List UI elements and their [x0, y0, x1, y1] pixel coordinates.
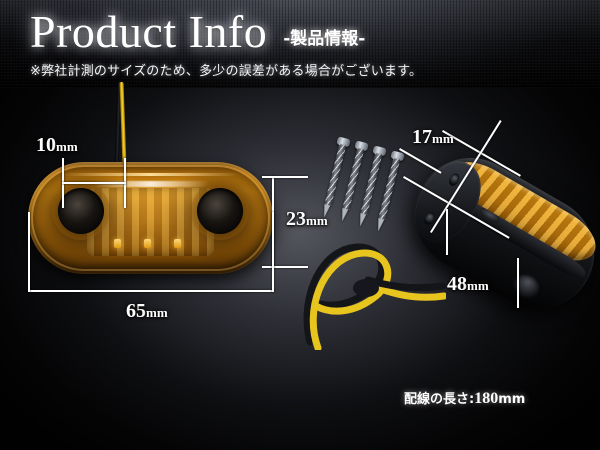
mounting-hole-right [197, 188, 243, 234]
mounting-hole-left [58, 188, 104, 234]
dim-23mm-tick-top [262, 176, 308, 178]
dim-23mm-tick-bottom [262, 266, 308, 268]
wire-length-value: 180 [474, 390, 499, 407]
screw-tip [321, 204, 331, 219]
screw-shaft [378, 157, 401, 220]
screw-tip [375, 218, 385, 233]
dim-48mm-tick-far [517, 258, 519, 308]
wire-yellow-loop [309, 249, 392, 350]
dim-10mm-line [62, 182, 126, 184]
dim-10mm-label: 10mm [36, 134, 78, 156]
led-element [114, 239, 121, 248]
wire-tie [353, 279, 379, 297]
lamp-front-view [28, 162, 273, 274]
screw-tip [357, 213, 367, 228]
wire-loop-group [303, 243, 446, 350]
lamp-front-rim [31, 165, 270, 271]
dim-65mm-line [28, 290, 274, 292]
measurement-disclaimer-note: ※弊社計測のサイズのため、多少の誤差がある場合がございます。 [30, 64, 423, 79]
page-title: Product Info [30, 6, 268, 57]
led-element [174, 239, 181, 248]
title-row: Product Info -製品情報- [30, 6, 365, 58]
screw-shaft [360, 152, 383, 215]
dim-48mm-tick-near [446, 209, 448, 255]
screw-tip [339, 208, 349, 223]
dim-65mm-label: 65mm [126, 300, 168, 322]
screw-shaft [342, 147, 365, 210]
wire-yellow-strand [119, 81, 127, 167]
wire-length-caption: 配線の長さ:180mm [404, 388, 525, 408]
page-subtitle-jp: -製品情報- [283, 29, 366, 49]
header-weave-texture [0, 0, 600, 88]
lamp-front-gloss [91, 181, 210, 187]
dim-48mm-label: 48mm [447, 273, 489, 295]
header-banner: Product Info -製品情報- ※弊社計測のサイズのため、多少の誤差があ… [0, 0, 600, 88]
lamp-front-top-highlight [62, 173, 239, 176]
wire-black-tail [364, 276, 446, 292]
wire-yellow-tail [370, 282, 446, 301]
dim-23mm-label: 23mm [286, 208, 328, 230]
wire-length-label: 配線の長さ: [404, 392, 475, 407]
led-element [144, 239, 151, 248]
dim-65mm-tick-right [272, 212, 274, 292]
wire-length-unit: mm [498, 392, 526, 407]
dim-65mm-tick-left [28, 212, 30, 292]
lamp-front-wire [114, 81, 130, 167]
dim-17mm-label: 17mm [412, 126, 454, 148]
